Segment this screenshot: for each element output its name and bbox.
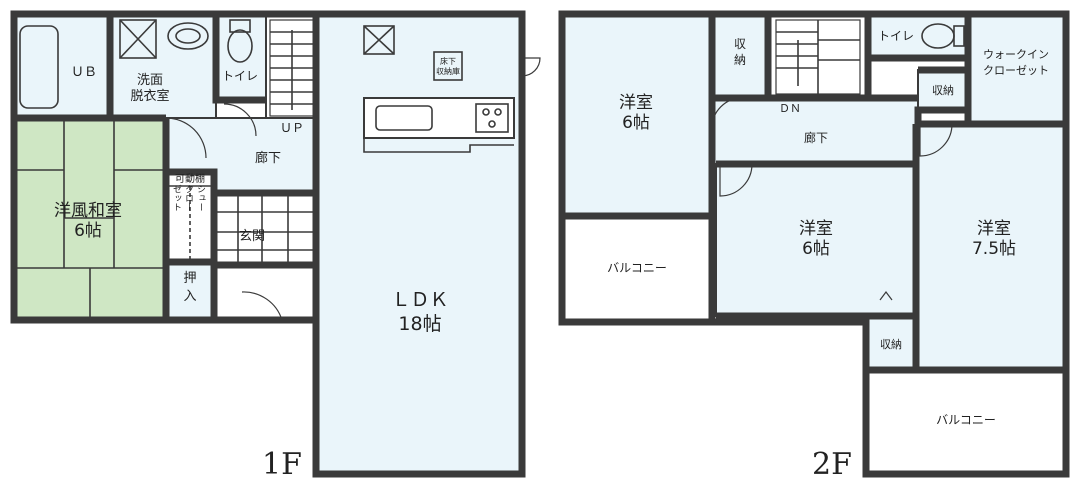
ldk-room — [315, 13, 523, 475]
underfloor-storage-icon — [433, 51, 463, 81]
tatami-room-label-1: 洋風和室 — [54, 201, 122, 221]
western-room-a-label-2: 6帖 — [622, 113, 650, 133]
western-room-c-label-2: 7.5帖 — [972, 239, 1016, 259]
hall-2f-label: 廊下 — [804, 130, 828, 145]
ub-room — [13, 13, 111, 119]
washing-machine-icon — [119, 19, 157, 59]
up-label: ＵＰ — [280, 121, 304, 135]
staircase-1f — [269, 19, 315, 117]
toilet-1f — [215, 13, 267, 101]
storage-b-label: 収納 — [932, 84, 954, 97]
western-room-b-label-2: 6帖 — [802, 239, 830, 259]
storage-a-label-2: 納 — [734, 53, 746, 67]
shoe-closet-label-1: シュー — [195, 185, 205, 212]
shoe-closet-label-3: ゼット — [171, 184, 182, 211]
washroom-label-1: 洗面 — [137, 73, 163, 88]
floor-1: ＵＢ 洗面 脱衣室 トイレ ＵＰ 廊下 洋風和室 6帖 可動棚 シュー クロー … — [10, 10, 541, 482]
washroom — [109, 13, 217, 119]
movable-shelf-label: 可動棚 — [175, 172, 205, 185]
kitchen-sink-icon — [375, 105, 433, 131]
washroom-label-2: 脱衣室 — [130, 88, 169, 104]
storage-c-label: 収納 — [880, 338, 902, 351]
western-room-c-label-1: 洋室 — [977, 219, 1011, 239]
floor-2: 洋室 6帖 収 納 ＤＮ トイレ ウォークイン クローゼット 収納 廊下 バルコ… — [558, 10, 1070, 482]
bathtub-icon — [19, 25, 59, 109]
ldk-label-1: ＬＤＫ — [391, 289, 448, 311]
tatami-room — [13, 119, 167, 321]
oshiire-label-1: 押 — [183, 271, 196, 286]
ub-label: ＵＢ — [71, 65, 97, 80]
storage-a-label-1: 収 — [734, 37, 746, 51]
balcony-b — [865, 369, 1067, 475]
floor-1-label: 1F — [262, 447, 302, 482]
staircase-2f — [775, 19, 861, 95]
oshiire-label-2: 入 — [183, 289, 196, 304]
genkan-label: 玄関 — [239, 229, 265, 244]
toilet-1f-label: トイレ — [222, 69, 258, 83]
balcony-a-label: バルコニー — [607, 261, 667, 275]
dn-label: ＤＮ — [779, 102, 801, 115]
hall-1f-label: 廊下 — [255, 150, 281, 166]
western-room-a-label-1: 洋室 — [619, 93, 653, 113]
tatami-room-label-2: 6帖 — [74, 221, 102, 241]
floor-2-label: 2F — [812, 447, 852, 482]
sink-icon — [167, 22, 209, 50]
stove-icon — [475, 103, 509, 133]
western-room-b-label-1: 洋室 — [799, 219, 833, 239]
wic-label-1: ウォークイン — [983, 48, 1049, 61]
fan-icon — [363, 25, 395, 55]
western-room-b — [715, 163, 917, 317]
wic-label-2: クローゼット — [983, 64, 1049, 77]
underfloor-label-2: 収納庫 — [436, 66, 460, 76]
toilet-icon — [227, 29, 253, 63]
counter-outline — [363, 138, 514, 153]
balcony-b-label: バルコニー — [936, 413, 996, 427]
underfloor-label-1: 床下 — [440, 56, 456, 66]
toilet-2f-label: トイレ — [878, 29, 914, 43]
entry-porch — [213, 264, 317, 321]
genkan-floor — [214, 193, 316, 265]
shoe-closet-label-2: クロー — [183, 184, 193, 211]
hall-2f — [711, 97, 919, 165]
ldk-label-2: 18帖 — [398, 313, 441, 335]
